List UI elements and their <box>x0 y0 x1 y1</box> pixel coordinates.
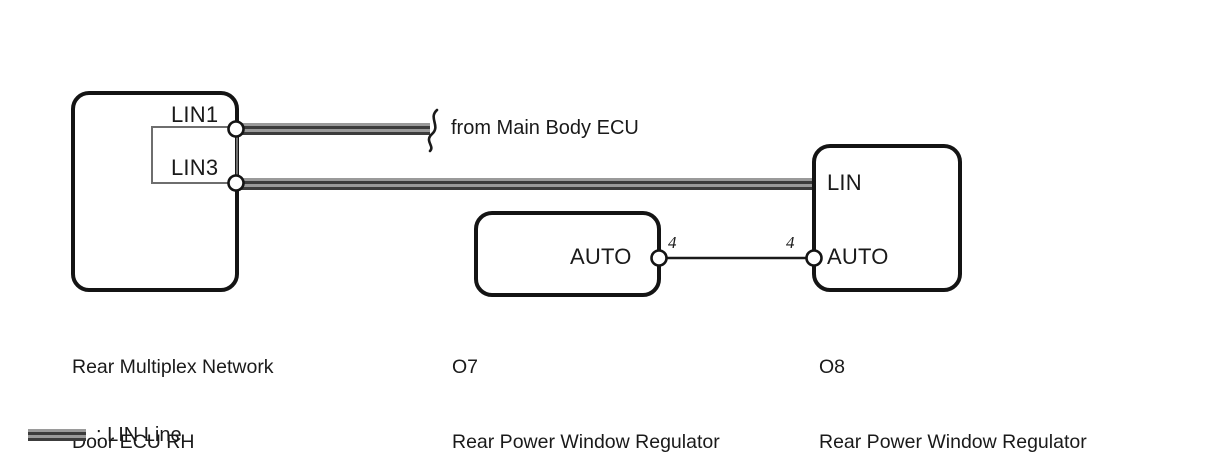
pin-label-motor-lin: LIN <box>827 170 862 195</box>
pin-label-switch-auto: AUTO <box>570 244 632 269</box>
caption-line: Rear Power Window Regulator <box>452 431 720 453</box>
connector-terminal-ecu-lin1 <box>227 120 245 138</box>
pin-label-ecu-lin1: LIN1 <box>171 102 219 127</box>
terminal-number-switch-auto: 4 <box>668 233 677 252</box>
wire-lin3-to-motor-lin <box>236 178 814 190</box>
caption-line: O8 <box>819 356 846 378</box>
component-box-rear-power-window-regulator-switch-assembly-rh <box>474 211 661 297</box>
connector-terminal-ecu-lin3 <box>227 174 245 192</box>
caption-rear-power-window-regulator-switch-assembly-rh: O7 Rear Power Window Regulator Switch As… <box>452 305 720 474</box>
caption-line: Rear Power Window Regulator <box>819 431 1087 453</box>
wire-break-squiggle-icon <box>427 108 439 153</box>
pin-label-motor-auto: AUTO <box>827 244 889 269</box>
connector-terminal-motor-auto <box>805 249 823 267</box>
component-box-rear-power-window-regulator-motor-assembly-rh <box>812 144 962 292</box>
terminal-number-motor-auto: 4 <box>786 233 795 252</box>
wire-lin1-to-main-body-ecu <box>236 108 439 153</box>
pin-label-ecu-lin3: LIN3 <box>171 155 219 180</box>
connector-terminal-switch-auto <box>650 249 668 267</box>
caption-rear-power-window-regulator-motor-assembly-rh: O8 Rear Power Window Regulator Motor Ass… <box>819 305 1087 474</box>
legend: : LIN Line <box>28 424 182 447</box>
caption-rear-multiplex-network-door-ecu-rh: Rear Multiplex Network Door ECU RH <box>72 305 274 474</box>
caption-line: Rear Multiplex Network <box>72 356 274 378</box>
ecu-pin-group-outline <box>151 126 238 184</box>
lin-line-symbol-icon <box>28 428 86 443</box>
legend-label: : LIN Line <box>96 424 182 446</box>
caption-line: O7 <box>452 356 479 378</box>
annotation-from-main-body-ecu: from Main Body ECU <box>451 117 639 139</box>
